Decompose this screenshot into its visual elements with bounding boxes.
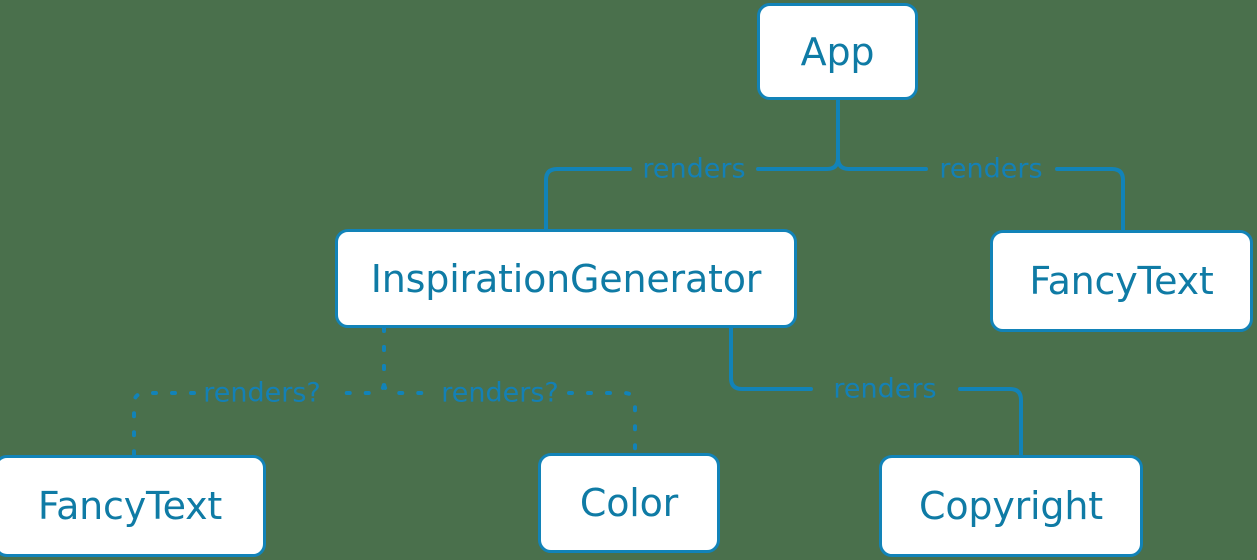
node-fancytext-bottom[interactable]: FancyText [0, 455, 266, 557]
edge-app-to-fancytext-right [836, 98, 1125, 232]
node-copyright-label: Copyright [919, 484, 1103, 528]
edge-label-inspiration-to-copyright: renders [833, 373, 937, 405]
node-app-label: App [800, 29, 875, 74]
node-color[interactable]: Color [538, 453, 720, 553]
node-color-label: Color [579, 481, 679, 525]
node-inspiration-generator-label: InspirationGenerator [370, 256, 762, 301]
node-fancytext-right[interactable]: FancyText [990, 230, 1253, 332]
node-inspiration-generator[interactable]: InspirationGenerator [335, 229, 797, 328]
node-app[interactable]: App [757, 3, 918, 100]
edge-label-app-to-inspiration: renders [642, 153, 746, 185]
edge-inspiration-to-copyright [729, 326, 1023, 457]
edge-inspiration-to-fancytext-bottom [132, 326, 386, 457]
edge-label-app-to-fancytext-right: renders [939, 153, 1043, 185]
node-fancytext-bottom-label: FancyText [37, 484, 223, 528]
node-copyright[interactable]: Copyright [879, 455, 1143, 557]
edge-label-inspiration-to-color: renders? [441, 377, 559, 409]
node-fancytext-right-label: FancyText [1029, 259, 1214, 303]
edge-label-inspiration-to-fancytext-bottom: renders? [203, 377, 321, 409]
